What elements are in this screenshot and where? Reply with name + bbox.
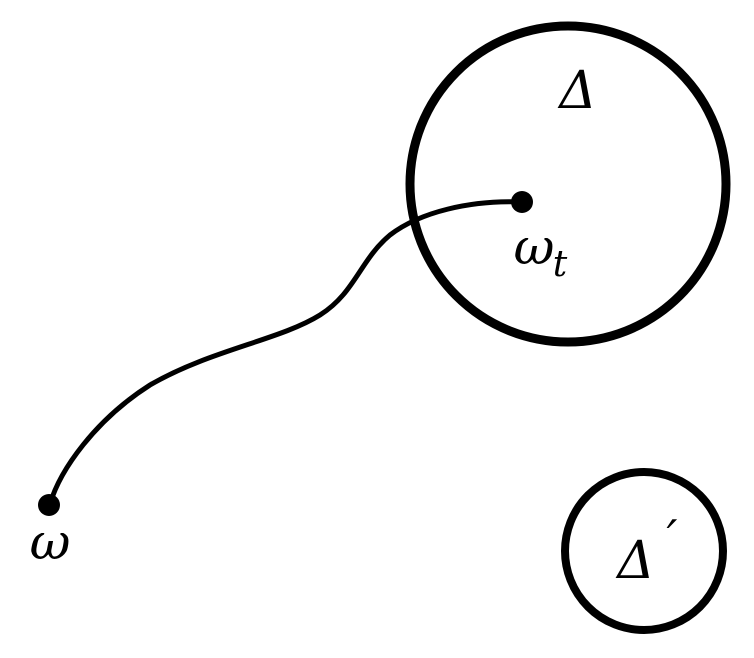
point-omega-t-dot [511, 191, 533, 213]
region-delta-circle [405, 21, 731, 347]
path-curve [47, 199, 525, 507]
label-omega-t-subscript: t [553, 244, 568, 285]
label-delta-prime-mark: ′ [667, 510, 678, 566]
label-delta: Δ [557, 61, 597, 121]
region-delta-prime-circle [561, 468, 727, 634]
label-omega-t: ω [514, 218, 555, 276]
label-omega: ω [30, 513, 71, 571]
point-omega-dot [38, 494, 60, 516]
label-delta-prime: Δ [615, 531, 655, 591]
